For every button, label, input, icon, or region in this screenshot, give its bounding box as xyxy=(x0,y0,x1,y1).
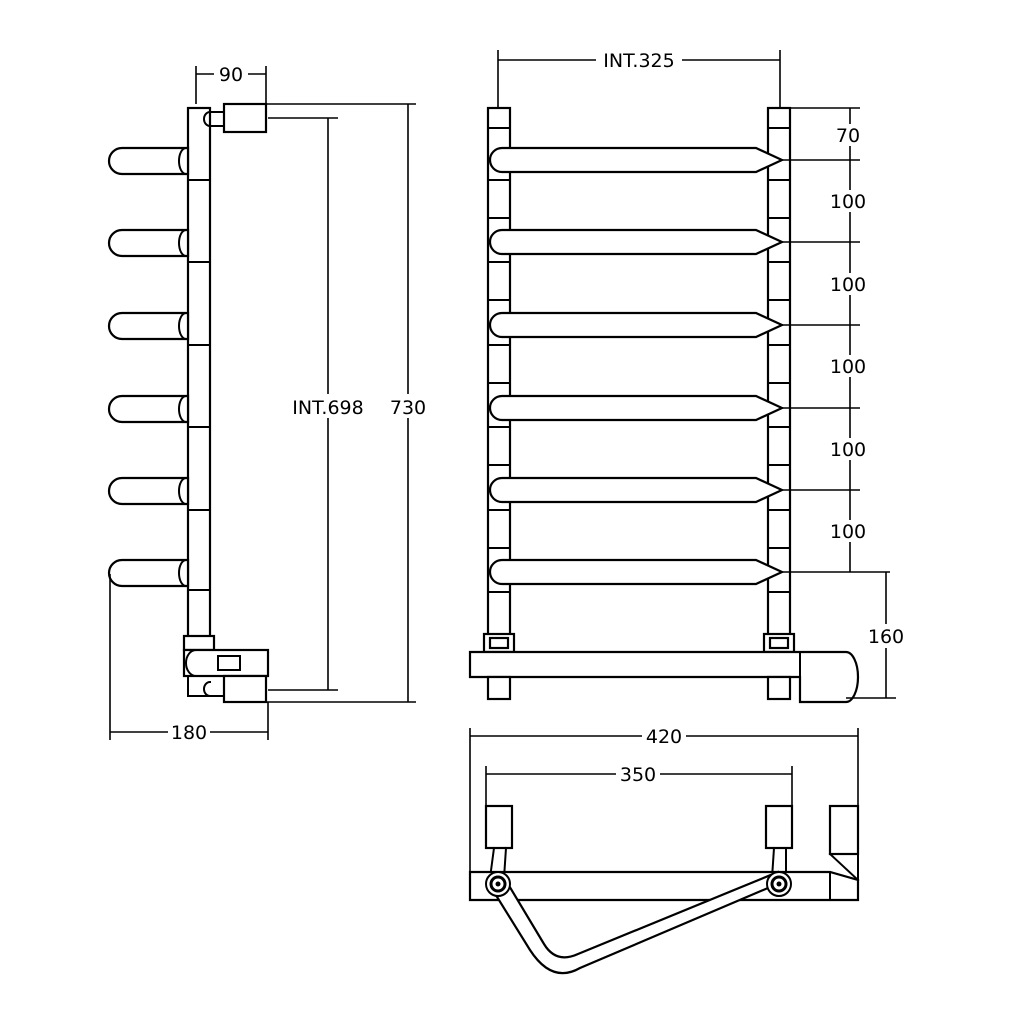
front-view: INT.325 70 100 100 100 100 100 xyxy=(468,48,908,704)
dim-pitch-label-1: 100 xyxy=(830,191,866,213)
front-rail-5 xyxy=(488,476,785,504)
side-rails xyxy=(107,146,190,588)
plan-left-valve xyxy=(485,871,511,897)
dim-fixing-centres: 350 xyxy=(485,762,793,806)
front-upright-segments xyxy=(487,127,791,593)
dim-internal-width-label: INT.325 xyxy=(603,50,674,72)
front-right-foot xyxy=(766,675,792,701)
dim-internal-width: INT.325 xyxy=(497,48,781,108)
side-bottom-body xyxy=(182,648,270,678)
side-upright-segments xyxy=(187,179,211,591)
side-valve-nut xyxy=(182,634,216,652)
front-rail-2 xyxy=(488,228,785,256)
plan-main-bar xyxy=(468,870,860,902)
dim-internal-height-label: INT.698 xyxy=(292,397,363,419)
side-rail-1 xyxy=(107,146,190,176)
dim-rail-pitch: 70 100 100 100 100 100 xyxy=(782,107,890,573)
front-rail-3 xyxy=(488,311,785,339)
dim-overall-width: 420 xyxy=(469,724,859,872)
dim-top-depth-label: 90 xyxy=(219,64,243,86)
front-rails xyxy=(488,146,785,586)
dim-overall-depth-label: 180 xyxy=(171,722,207,744)
front-right-upright xyxy=(766,106,792,638)
front-left-foot xyxy=(486,675,512,701)
front-rail-6 xyxy=(488,558,785,586)
plan-left-bracket xyxy=(484,804,514,850)
dim-bottom-height: 160 xyxy=(846,572,908,699)
side-bottom-bracket xyxy=(222,674,268,704)
dim-top-depth: 90 xyxy=(195,62,267,104)
dim-overall-height: 730 xyxy=(266,103,430,703)
front-bottom-bar xyxy=(468,650,860,704)
front-rail-1 xyxy=(488,146,785,174)
side-rail-2 xyxy=(107,228,190,258)
dim-pitch-label-4: 100 xyxy=(830,439,866,461)
side-valve-window xyxy=(217,655,241,671)
dim-overall-height-label: 730 xyxy=(390,397,426,419)
dim-pitch-label-3: 100 xyxy=(830,356,866,378)
plan-right-bracket xyxy=(764,804,794,850)
side-view: 90 180 INT.698 730 xyxy=(107,62,430,744)
dim-top-offset-label: 70 xyxy=(836,125,860,147)
side-rail-6 xyxy=(107,558,190,588)
front-rail-4 xyxy=(488,394,785,422)
side-rail-3 xyxy=(107,311,190,341)
dim-fixing-centres-label: 350 xyxy=(620,764,656,786)
plan-right-valve xyxy=(766,871,792,897)
side-top-bracket xyxy=(222,102,268,134)
front-left-upright xyxy=(486,106,512,638)
plan-view: 420 350 xyxy=(468,724,860,975)
dim-bottom-height-label: 160 xyxy=(868,626,904,648)
dim-pitch-label-5: 100 xyxy=(830,521,866,543)
dim-pitch-label-2: 100 xyxy=(830,274,866,296)
side-upright xyxy=(186,106,212,640)
plan-end-bracket xyxy=(828,804,860,856)
dim-internal-height: INT.698 xyxy=(268,117,370,691)
side-rail-5 xyxy=(107,476,190,506)
dim-overall-width-label: 420 xyxy=(646,726,682,748)
dim-overall-depth: 180 xyxy=(109,574,269,744)
side-rail-4 xyxy=(107,394,190,424)
